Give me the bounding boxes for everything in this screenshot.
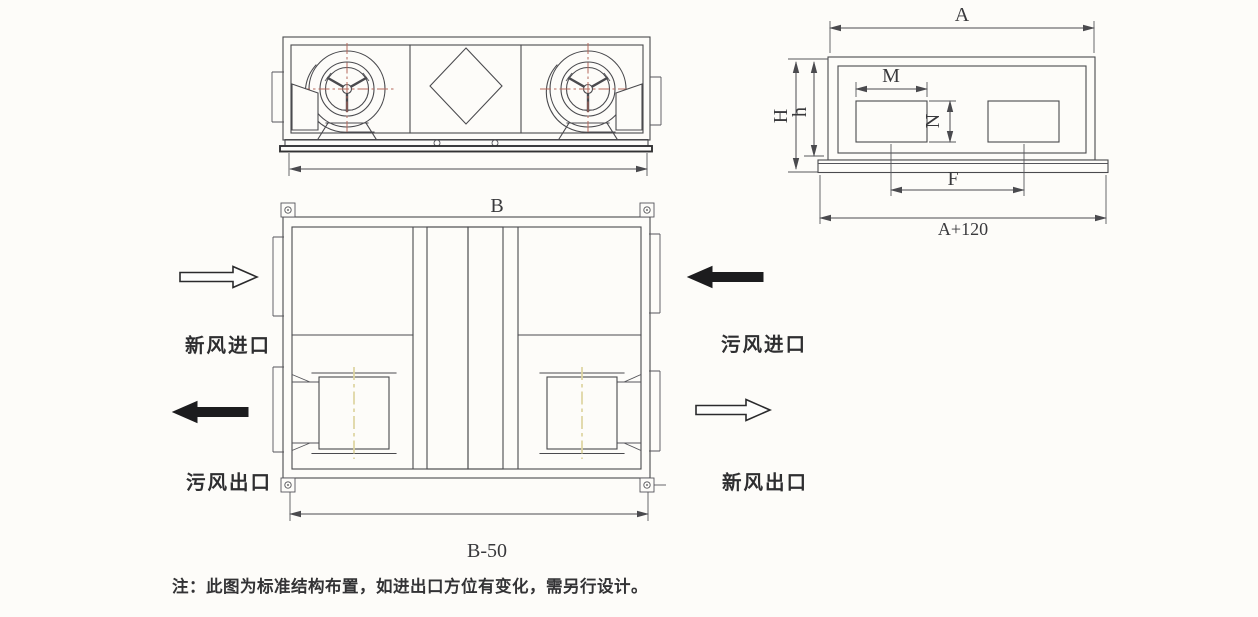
front-view-width-dimension <box>288 153 648 176</box>
left-fan-duct <box>291 374 319 451</box>
side-view: A M N H h <box>770 4 1109 239</box>
fresh-air-inlet-label: 新风进口 <box>185 334 271 357</box>
drawing-note: 注：此图为标准结构布置，如进出口方位有变化，需另行设计。 <box>172 576 648 596</box>
left-flange-tab <box>271 71 284 123</box>
right-flange-tab <box>650 76 662 126</box>
dimension-A: A <box>829 4 1095 53</box>
dim-label-M: M <box>882 65 900 87</box>
fresh-air-outlet-label: 新风出口 <box>722 471 808 494</box>
plan-view: B <box>272 195 666 562</box>
left-inlet-cone <box>291 83 319 131</box>
foul-air-inlet-arrow <box>686 265 764 289</box>
fresh-air-inlet-arrow <box>179 265 259 289</box>
dim-label-A-plus-120: A+120 <box>938 219 988 239</box>
right-upper-flange-tab <box>649 233 661 314</box>
foul-air-inlet-label: 污风进口 <box>721 334 807 356</box>
dim-label-A: A <box>955 4 970 26</box>
front-elevation-view <box>271 36 662 176</box>
fresh-air-outlet-arrow <box>695 398 772 422</box>
dimension-F: F <box>890 144 1025 196</box>
dim-label-B: B <box>490 195 503 217</box>
plan-view-width-dimension <box>289 492 649 521</box>
dimension-N: N <box>922 100 956 143</box>
dim-label-h: h <box>789 107 811 117</box>
fan-box-right <box>539 366 625 460</box>
right-inlet-cone <box>615 83 643 131</box>
corner-brackets <box>280 202 666 493</box>
left-upper-flange-tab <box>272 236 284 317</box>
foul-air-outlet-label: 污风出口 <box>186 471 272 494</box>
fan-box-left <box>311 366 397 460</box>
dim-label-N: N <box>922 114 944 128</box>
base-plate <box>279 145 653 153</box>
model-label: B-50 <box>467 540 507 562</box>
right-fan-duct <box>617 374 642 451</box>
dimension-A-plus-120: A+120 <box>819 175 1107 239</box>
heat-exchanger-diamond <box>429 47 503 125</box>
dim-label-H: H <box>770 109 792 123</box>
dimension-H: H <box>770 58 828 173</box>
dimension-h: h <box>789 61 824 157</box>
left-duct-opening <box>855 100 928 143</box>
foul-air-outlet-arrow <box>171 400 249 424</box>
right-lower-flange-tab <box>649 370 661 452</box>
side-base-plate <box>817 159 1109 174</box>
airflow-annotations: 新风进口 污风出口 污风进口 新风出口 <box>171 265 808 494</box>
dim-label-F: F <box>947 168 958 190</box>
heat-exchanger-core <box>426 226 504 470</box>
right-duct-opening <box>987 100 1060 143</box>
left-lower-flange-tab <box>272 366 284 453</box>
dimension-M: M <box>855 65 928 97</box>
